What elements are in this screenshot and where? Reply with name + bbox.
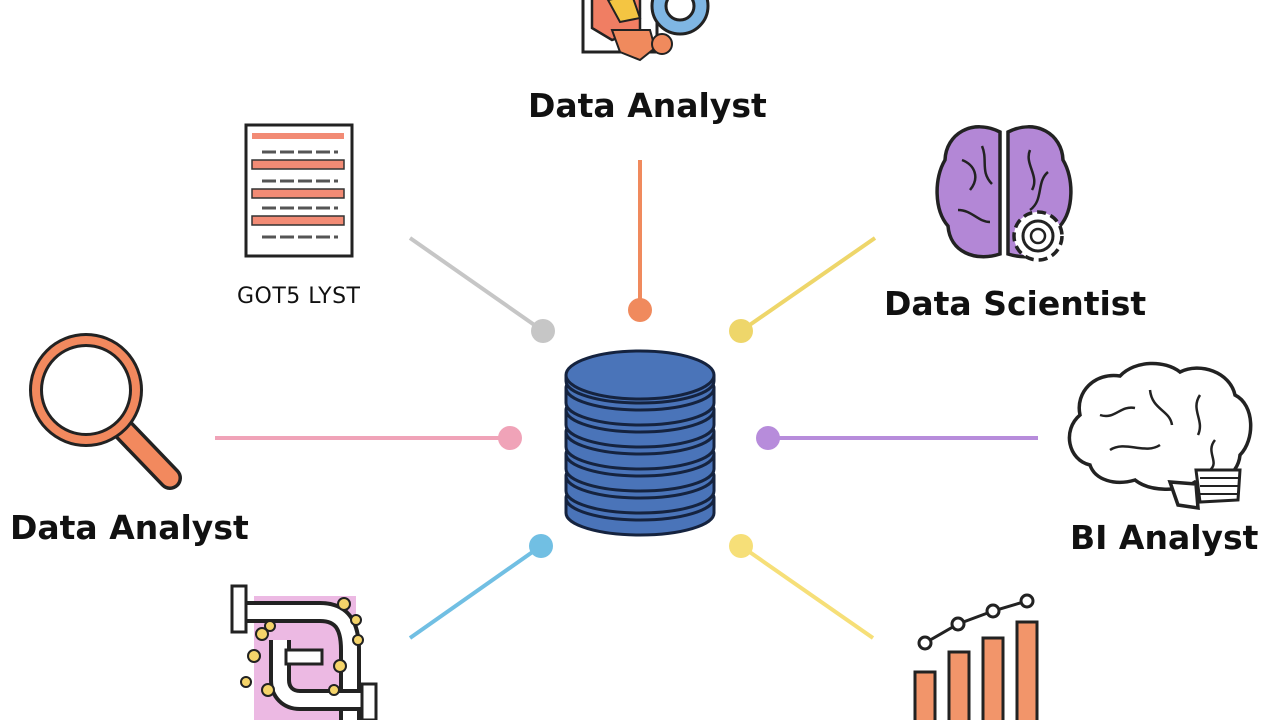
label-report: GOT5 LYST <box>237 284 361 309</box>
connector-scientist <box>729 236 877 343</box>
connector-bi <box>756 426 1038 450</box>
database-icon <box>564 349 716 537</box>
bar-chart-icon <box>913 593 1039 720</box>
label-bi-analyst: BI Analyst <box>1070 518 1259 557</box>
connector-top <box>628 160 652 322</box>
document-report-icon <box>244 123 354 258</box>
label-data-scientist: Data Scientist <box>884 284 1147 323</box>
connector-bars <box>729 534 875 640</box>
magnifying-glass-icon <box>29 333 182 490</box>
connector-pipeline <box>408 534 553 640</box>
label-data-analyst-top: Data Analyst <box>528 86 767 125</box>
connector-left <box>215 426 522 450</box>
connector-report <box>408 236 555 343</box>
brain-gear-icon <box>935 125 1073 262</box>
puzzle-gear-icon <box>581 0 710 62</box>
brain-icon <box>1067 361 1253 511</box>
label-data-analyst-left: Data Analyst <box>10 508 249 547</box>
pipes-icon <box>230 584 378 720</box>
